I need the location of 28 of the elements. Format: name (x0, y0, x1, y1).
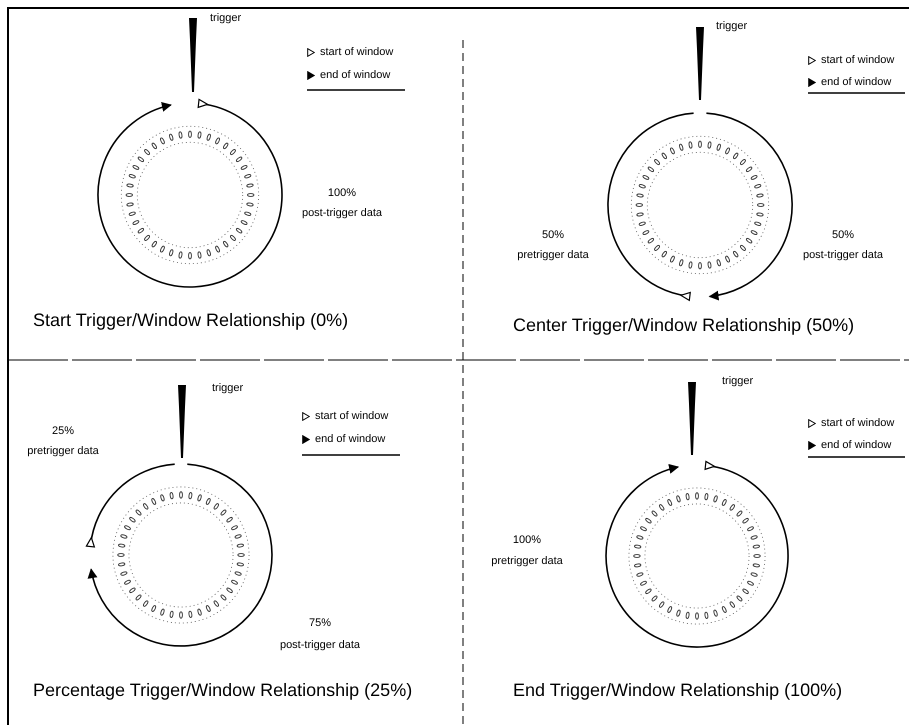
data-label: 75% (308, 618, 332, 629)
panel-title: End Trigger/Window Relationship (100%) (513, 681, 842, 699)
data-label: pretrigger data (517, 250, 589, 261)
legend-label: end of window (320, 70, 390, 81)
data-label: 100% (328, 188, 356, 199)
legend-label: end of window (315, 434, 386, 445)
data-label: post-trigger data (280, 640, 360, 651)
trigger-label: trigger (716, 21, 748, 32)
data-label: 100% (512, 535, 542, 546)
data-label: pretrigger data (491, 556, 563, 567)
trigger-label: trigger (212, 383, 244, 394)
panel-title: Percentage Trigger/Window Relationship (25%) (33, 681, 412, 699)
data-label: pretrigger data (27, 446, 99, 457)
trigger-label: trigger (722, 376, 754, 387)
panel-title: Start Trigger/Window Relationship (0%) (33, 311, 348, 329)
legend-label: end of window (821, 77, 892, 88)
data-label: 50% (542, 230, 564, 241)
data-label: post-trigger data (802, 250, 884, 261)
trigger-label: trigger (210, 13, 242, 24)
data-label: 50% (832, 230, 854, 241)
legend-label: start of window (315, 411, 388, 422)
legend-label: end of window (821, 440, 892, 451)
data-label: post-trigger data (302, 208, 382, 219)
legend-label: start of window (821, 55, 894, 66)
legend-label: start of window (821, 418, 894, 429)
panel-title: Center Trigger/Window Relationship (50%) (513, 316, 854, 334)
data-label: 25% (52, 426, 74, 437)
legend-label: start of window (320, 47, 394, 58)
